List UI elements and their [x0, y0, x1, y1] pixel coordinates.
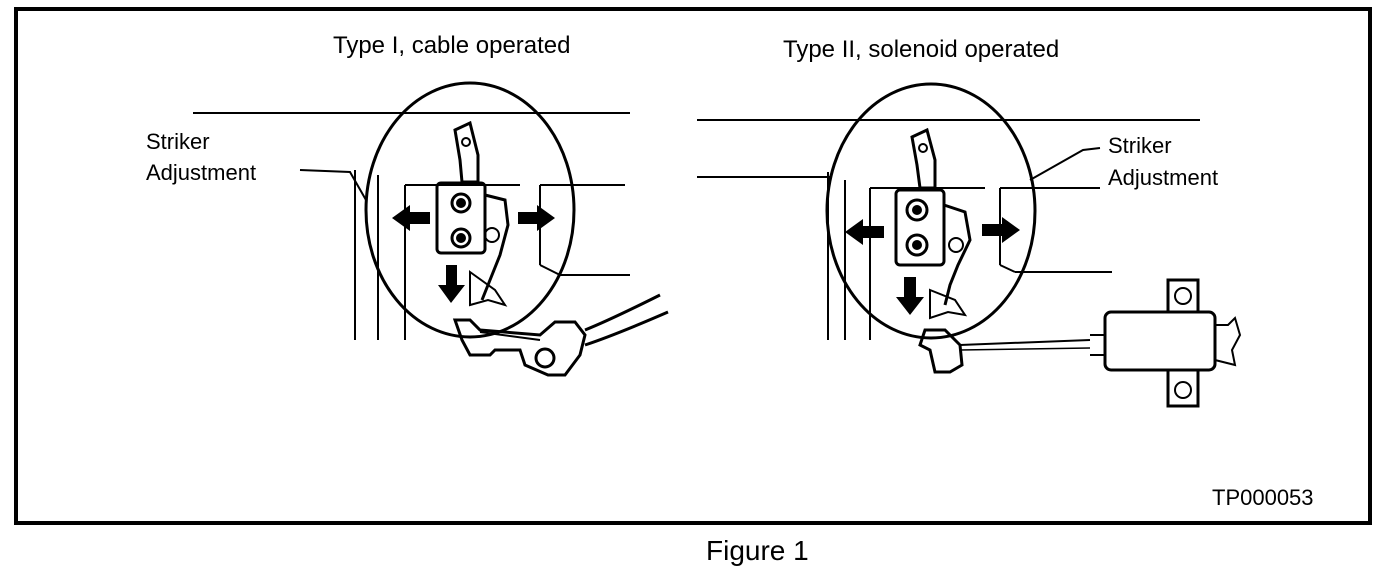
striker-plate-icon [453, 120, 480, 184]
left-label-line2: Adjustment [146, 160, 257, 185]
detail-circle-right [825, 82, 1037, 340]
right-label-line1: Striker [1108, 133, 1172, 158]
figure-code: TP000053 [1212, 485, 1314, 510]
cable-icon [584, 293, 661, 332]
arrow-left-icon [392, 205, 430, 231]
arrow-right-icon [982, 217, 1020, 243]
arrows-left [392, 205, 555, 303]
arrow-right-icon [518, 205, 555, 231]
type-two-title: Type II, solenoid operated [783, 36, 1060, 63]
type-two-drawing [697, 82, 1242, 408]
right-label-line2: Adjustment [1108, 165, 1219, 190]
solenoid-icon [1090, 278, 1242, 408]
arrows-right [845, 217, 1020, 315]
detail-circle-left [364, 81, 576, 339]
arrow-down-icon [896, 277, 924, 315]
arrow-down-icon [438, 265, 465, 303]
type-one-title: Type I, cable operated [333, 32, 571, 59]
leader-line-right [1029, 147, 1101, 181]
arrow-left-icon [845, 219, 884, 245]
figure-caption: Figure 1 [706, 535, 809, 566]
figure-frame [14, 7, 1372, 525]
type-one-drawing [193, 81, 669, 377]
left-label-line1: Striker [146, 129, 210, 154]
leader-line-left [299, 169, 367, 201]
